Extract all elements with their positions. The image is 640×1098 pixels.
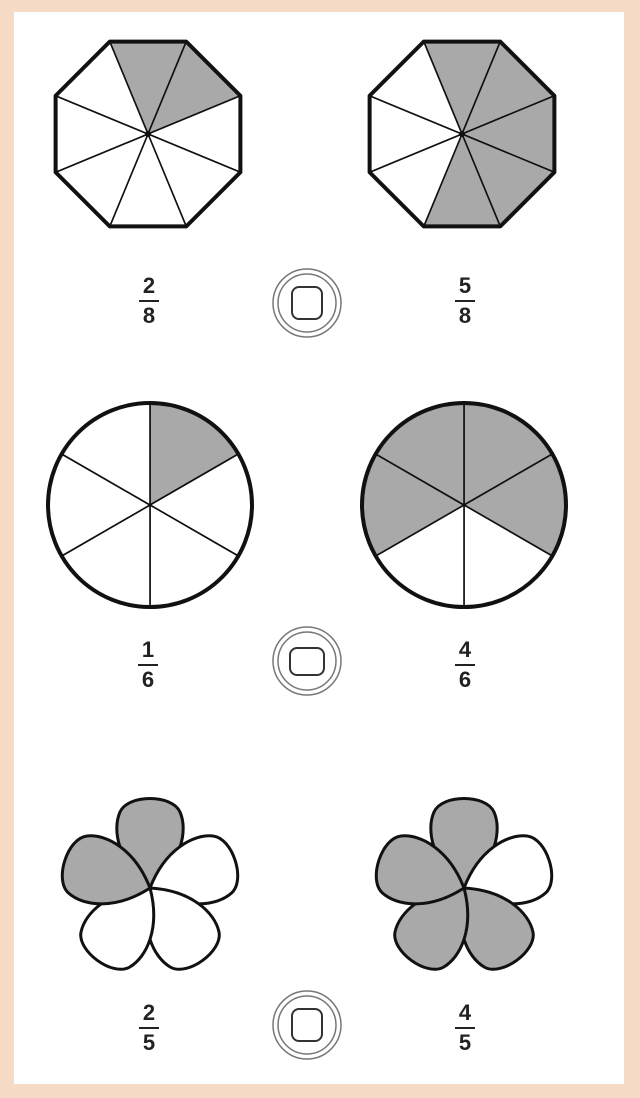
worksheet: 2 8 5 8 1 6 4 6 (14, 12, 624, 1084)
denominator: 8 (127, 305, 171, 327)
fraction-bar (455, 664, 475, 666)
octagon-left (48, 34, 248, 234)
numerator: 2 (127, 275, 171, 297)
numerator: 4 (443, 1002, 487, 1024)
denominator: 6 (443, 669, 487, 691)
fraction-bar (455, 300, 475, 302)
fraction-bar (139, 300, 159, 302)
numerator: 5 (443, 275, 487, 297)
circle-right (356, 397, 572, 613)
fraction-right: 4 5 (443, 1002, 487, 1054)
numerator: 4 (443, 639, 487, 661)
circle-left (42, 397, 258, 613)
numerator: 2 (127, 1002, 171, 1024)
fraction-left: 2 5 (127, 1002, 171, 1054)
flower-left (40, 768, 260, 988)
fraction-right: 5 8 (443, 275, 487, 327)
fraction-bar (139, 1027, 159, 1029)
fraction-bar (455, 1027, 475, 1029)
denominator: 6 (126, 669, 170, 691)
fraction-bar (138, 664, 158, 666)
comparison-answer-box[interactable] (270, 624, 344, 698)
fraction-left: 2 8 (127, 275, 171, 327)
comparison-answer-box[interactable] (270, 988, 344, 1062)
comparison-answer-box[interactable] (270, 266, 344, 340)
denominator: 5 (127, 1032, 171, 1054)
denominator: 8 (443, 305, 487, 327)
center-dot (459, 131, 465, 137)
fraction-right: 4 6 (443, 639, 487, 691)
flower-right (354, 768, 574, 988)
denominator: 5 (443, 1032, 487, 1054)
numerator: 1 (126, 639, 170, 661)
center-dot (145, 131, 151, 137)
octagon-right (362, 34, 562, 234)
fraction-left: 1 6 (126, 639, 170, 691)
